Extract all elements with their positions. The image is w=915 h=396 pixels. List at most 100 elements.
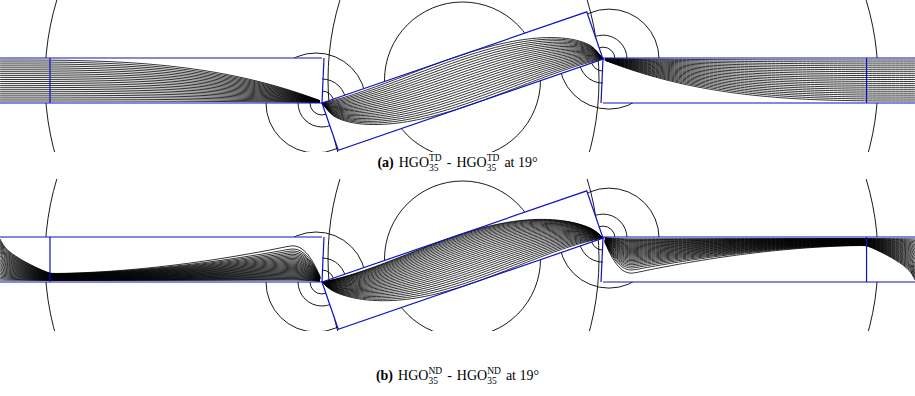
field-line <box>0 267 320 280</box>
field-line <box>605 239 915 253</box>
block-edge <box>866 237 867 282</box>
caption-part: - <box>447 155 452 170</box>
caption-text: HGO <box>457 368 487 383</box>
field-line <box>605 239 915 249</box>
field-line <box>0 273 320 281</box>
field-line <box>0 276 320 281</box>
block-edge <box>322 12 603 150</box>
caption-text: HGO <box>456 155 486 170</box>
field-line <box>605 59 915 62</box>
caption-part: - <box>447 368 452 383</box>
middle-block <box>322 191 603 329</box>
field-line <box>0 272 320 281</box>
field-line <box>322 230 603 285</box>
script-index: TD <box>487 154 500 164</box>
field-line <box>322 237 603 294</box>
field-line <box>0 76 320 102</box>
field-line <box>322 46 603 105</box>
caption-text: (a) <box>377 155 393 170</box>
field-line <box>605 238 915 243</box>
field-line <box>322 59 603 121</box>
right-block <box>603 237 915 282</box>
right-block <box>603 58 915 103</box>
script-index: 35 <box>487 164 500 174</box>
field-line <box>605 59 915 81</box>
block-edge <box>603 102 915 103</box>
field-panel <box>0 0 915 357</box>
block-edge <box>603 57 915 58</box>
field-line <box>0 277 320 281</box>
field-line <box>322 232 603 286</box>
field-line <box>0 97 320 102</box>
block-edge <box>0 281 322 282</box>
field-line <box>0 87 320 102</box>
field-line <box>605 60 915 84</box>
field-line <box>605 239 915 251</box>
field-line <box>0 101 320 102</box>
left-block <box>0 237 322 282</box>
field-line <box>0 91 320 102</box>
script-index: 35 <box>487 377 501 387</box>
field-line <box>322 56 603 115</box>
block-edge <box>866 58 867 103</box>
field-line <box>605 238 915 241</box>
caption-part: ND35 <box>428 367 442 386</box>
field-line <box>0 269 320 281</box>
block-edge <box>322 191 603 329</box>
block-edge <box>322 58 324 103</box>
field-line <box>605 59 915 74</box>
field-line <box>605 59 915 77</box>
field-line <box>605 238 915 247</box>
script-index: ND <box>428 367 442 377</box>
caption-part: HGO <box>456 155 486 170</box>
block-edge <box>49 58 50 103</box>
subfigure-caption: (a)HGOTD35-HGOTD35at 19° <box>0 154 915 173</box>
caption-text: HGO <box>399 155 429 170</box>
script-index: 35 <box>429 164 442 174</box>
caption-part: at 19° <box>506 368 539 383</box>
field-line <box>605 238 915 246</box>
left-block <box>0 58 322 103</box>
block-edge <box>49 237 50 282</box>
caption-part: HGO <box>399 155 429 170</box>
block-outlines <box>0 12 915 150</box>
field-line <box>605 238 915 244</box>
caption-part: HGO <box>398 368 428 383</box>
field-line <box>0 93 320 102</box>
field-line <box>605 60 915 88</box>
field-line <box>0 274 320 280</box>
field-line <box>0 78 320 102</box>
caption-text: (b) <box>376 368 393 383</box>
block-outlines <box>0 191 915 329</box>
field-line <box>0 99 320 102</box>
field-line <box>605 59 915 68</box>
block-edge <box>603 281 915 282</box>
middle-block <box>322 12 603 150</box>
field-line <box>0 89 320 102</box>
caption-part: ND35 <box>487 367 501 386</box>
field-line <box>605 59 915 79</box>
field-line <box>0 70 320 101</box>
subfigure-caption: (b)HGOND35-HGOND35at 19° <box>0 367 915 386</box>
script-index: TD <box>429 154 442 164</box>
field-line <box>322 38 603 103</box>
field-line <box>605 238 915 239</box>
field-line <box>605 59 915 70</box>
field-line <box>605 60 915 91</box>
field-line <box>0 83 320 101</box>
caption-part: TD35 <box>429 154 442 173</box>
caption-text: at 19° <box>504 155 537 170</box>
field-line <box>605 59 915 66</box>
field-line <box>605 238 915 242</box>
field-line <box>605 59 915 64</box>
block-edge <box>601 58 603 103</box>
field-line <box>605 59 915 72</box>
block-edge <box>601 237 603 282</box>
field-line <box>322 51 603 109</box>
caption-text: - <box>447 368 452 383</box>
block-edge <box>0 102 322 103</box>
caption-part: HGO <box>457 368 487 383</box>
field-line <box>605 60 915 86</box>
field-line <box>0 80 320 102</box>
